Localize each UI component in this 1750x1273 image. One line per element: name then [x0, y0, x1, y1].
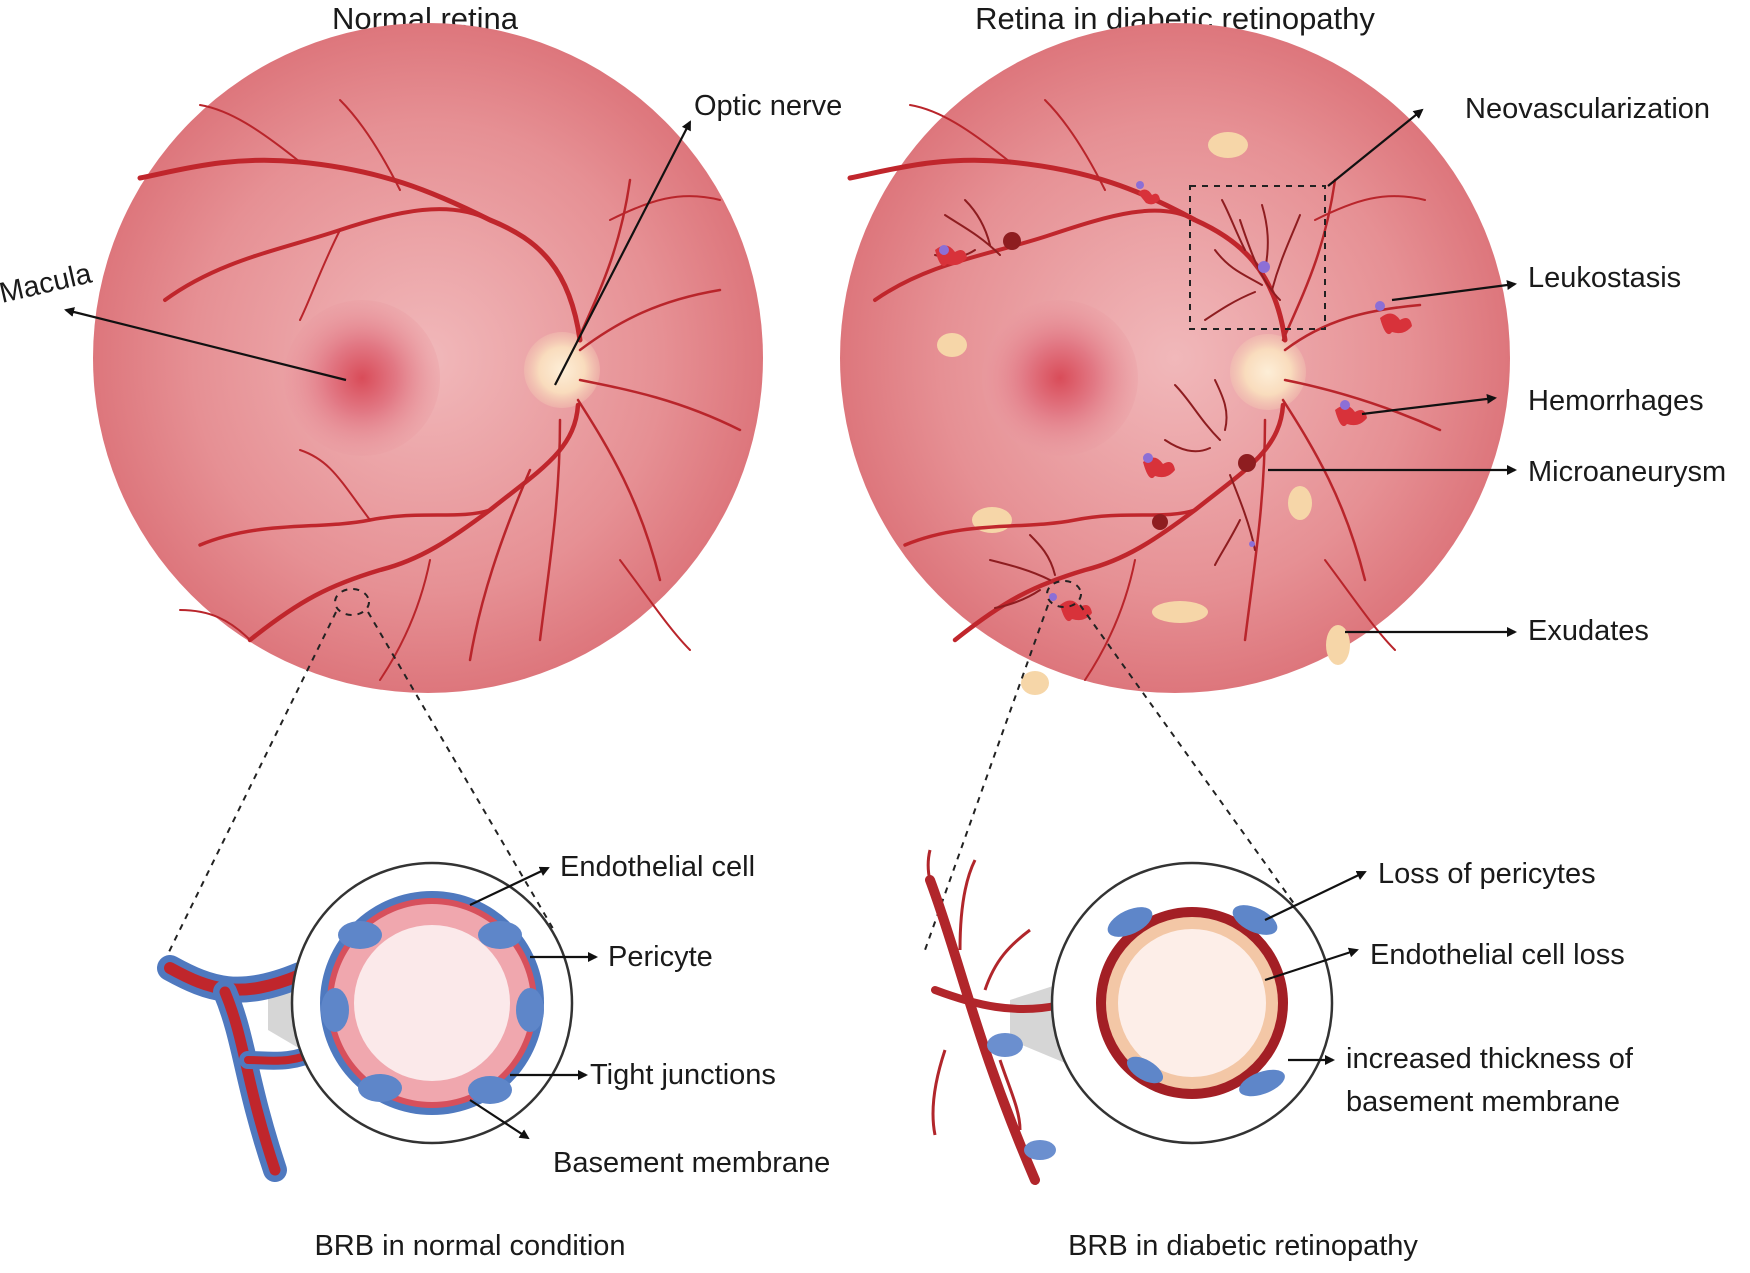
- neovascularization-arrow: [1327, 108, 1424, 187]
- label-pericyte: Pericyte: [608, 941, 713, 973]
- label-tight-junctions: Tight junctions: [590, 1059, 776, 1091]
- vessel-segment-diabetic: [925, 849, 1064, 1185]
- neovascular-tufts: [934, 199, 1301, 609]
- macula-normal: [284, 300, 440, 456]
- label-endothelial-cell: Endothelial cell: [560, 851, 755, 883]
- inset-normal-brb: Endothelial cell Pericyte Tight junction…: [157, 611, 830, 1182]
- macula-arrow: [64, 307, 347, 382]
- label-neovascularization: Neovascularization: [1465, 93, 1710, 125]
- hemorrhages-arrow: [1361, 393, 1497, 416]
- label-macula: Macula: [0, 257, 96, 309]
- label-leukostasis: Leukostasis: [1528, 262, 1681, 294]
- label-microaneurysm: Microaneurysm: [1528, 456, 1726, 488]
- caption-brb-normal: BRB in normal condition: [314, 1230, 625, 1262]
- leukocytes: [939, 181, 1385, 601]
- zoom-region-normal: [334, 588, 370, 616]
- vessels-diabetic: [847, 99, 1442, 681]
- inset-diabetic-brb: Loss of pericytes Endothelial cell loss …: [924, 604, 1634, 1185]
- hemorrhages: [935, 189, 1412, 622]
- optic-nerve-arrow: [554, 120, 691, 386]
- macula-diabetic: [982, 300, 1138, 456]
- microaneurysms: [1003, 232, 1256, 530]
- label-increased-thickness: increased thickness of: [1346, 1043, 1634, 1075]
- zoom-box-neovascularization: [1189, 185, 1326, 330]
- label-exudates: Exudates: [1528, 615, 1649, 647]
- vessels-normal: [137, 99, 742, 681]
- label-basement-membrane: Basement membrane: [553, 1147, 830, 1179]
- label-optic-nerve: Optic nerve: [694, 90, 842, 122]
- retina-disc-diabetic: [840, 23, 1510, 693]
- optic-disc-diabetic: [1230, 334, 1306, 410]
- label-loss-of-pericytes: Loss of pericytes: [1378, 858, 1596, 890]
- label-endothelial-cell-loss: Endothelial cell loss: [1370, 939, 1625, 971]
- normal-retina: [93, 23, 763, 693]
- diabetic-retina: [840, 23, 1510, 695]
- caption-brb-diabetic: BRB in diabetic retinopathy: [1068, 1230, 1418, 1262]
- label-basement-membrane-diabetic: basement membrane: [1346, 1086, 1620, 1118]
- zoom-region-diabetic: [1046, 580, 1082, 608]
- leukostasis-arrow: [1391, 280, 1517, 302]
- label-hemorrhages: Hemorrhages: [1528, 385, 1704, 417]
